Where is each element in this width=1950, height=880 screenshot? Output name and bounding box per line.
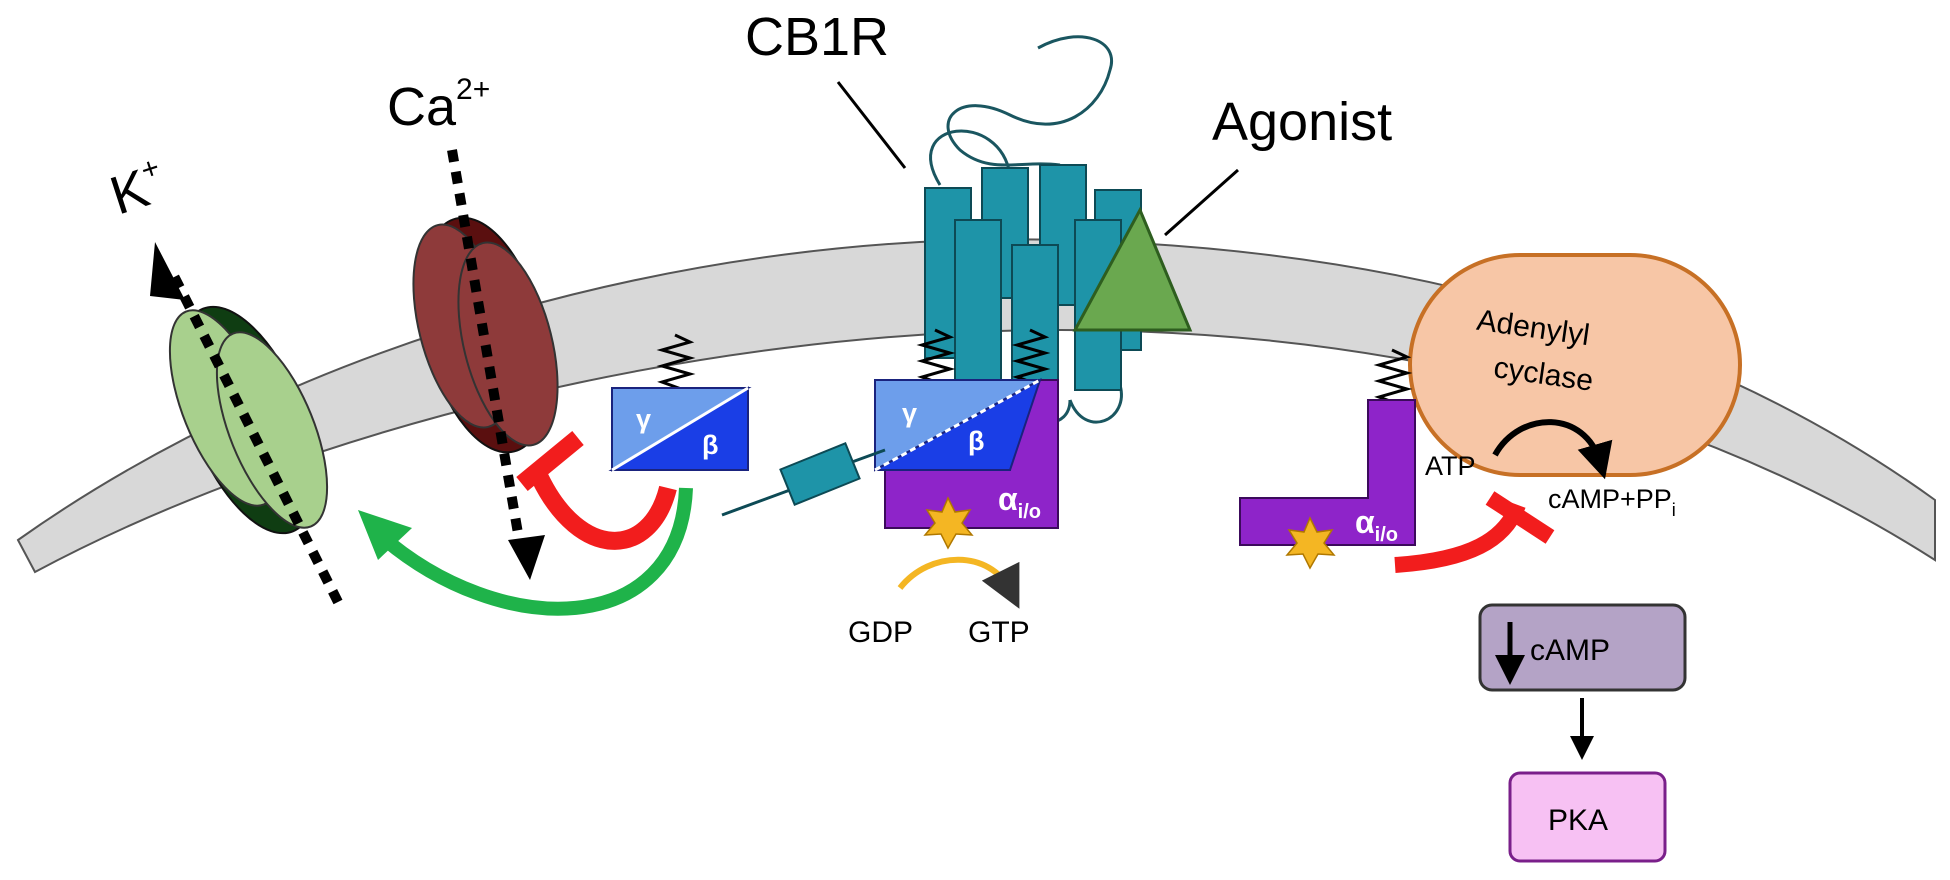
calcium-flux-arrow <box>447 149 525 546</box>
calcium-channel <box>412 216 559 454</box>
potassium-label: K+ <box>103 151 173 227</box>
camp-label: cAMP <box>1530 634 1610 667</box>
free-alpha-subunit: αi/o <box>1239 348 1416 570</box>
agonist-triangle <box>1072 206 1193 332</box>
bound-g-protein: γ β αi/o <box>874 328 1059 550</box>
calcium-inhibition-bar <box>516 431 584 491</box>
svg-text:αi/o: αi/o <box>1355 504 1398 546</box>
receptor-tail-link <box>851 448 886 464</box>
calcium-arrowhead <box>508 535 545 580</box>
svg-text:γ: γ <box>902 398 917 428</box>
svg-text:β: β <box>702 430 718 460</box>
cyclase-inhibition-bar <box>1485 491 1555 544</box>
svg-text:αi/o: αi/o <box>998 481 1041 523</box>
adenylyl-cyclase <box>1408 253 1742 477</box>
pka-box <box>1508 771 1667 863</box>
potassium-activation-arrowhead <box>358 510 412 560</box>
camp-pp-label: cAMP+PPi <box>1548 484 1676 520</box>
potassium-flux-arrow <box>165 265 343 605</box>
pka-label: PKA <box>1548 804 1608 837</box>
calcium-label: Ca2+ <box>387 73 490 137</box>
free-beta-gamma-subunit: γ β <box>608 333 752 472</box>
agonist-label: Agonist <box>1212 92 1392 152</box>
svg-text:γ: γ <box>636 404 651 434</box>
gdp-label: GDP <box>848 616 913 649</box>
receptor-label-leader <box>836 81 907 169</box>
calcium-inhibition-arc <box>531 473 677 550</box>
atp-conversion-arrow <box>1492 419 1613 480</box>
svg-text:β: β <box>968 426 984 456</box>
potassium-activation-arrow <box>375 487 693 616</box>
gtp-label: GTP <box>968 616 1030 649</box>
camp-decrease-box <box>1478 603 1687 692</box>
receptor-label: CB1R <box>745 7 889 67</box>
receptor-tail <box>721 488 791 517</box>
atp-label: ATP <box>1425 451 1476 481</box>
gdp-gtp-exchange-arrow <box>897 556 1020 609</box>
potassium-arrowhead <box>150 242 185 300</box>
agonist-label-leader <box>1164 168 1239 237</box>
receptor-tail-domain <box>779 441 861 507</box>
